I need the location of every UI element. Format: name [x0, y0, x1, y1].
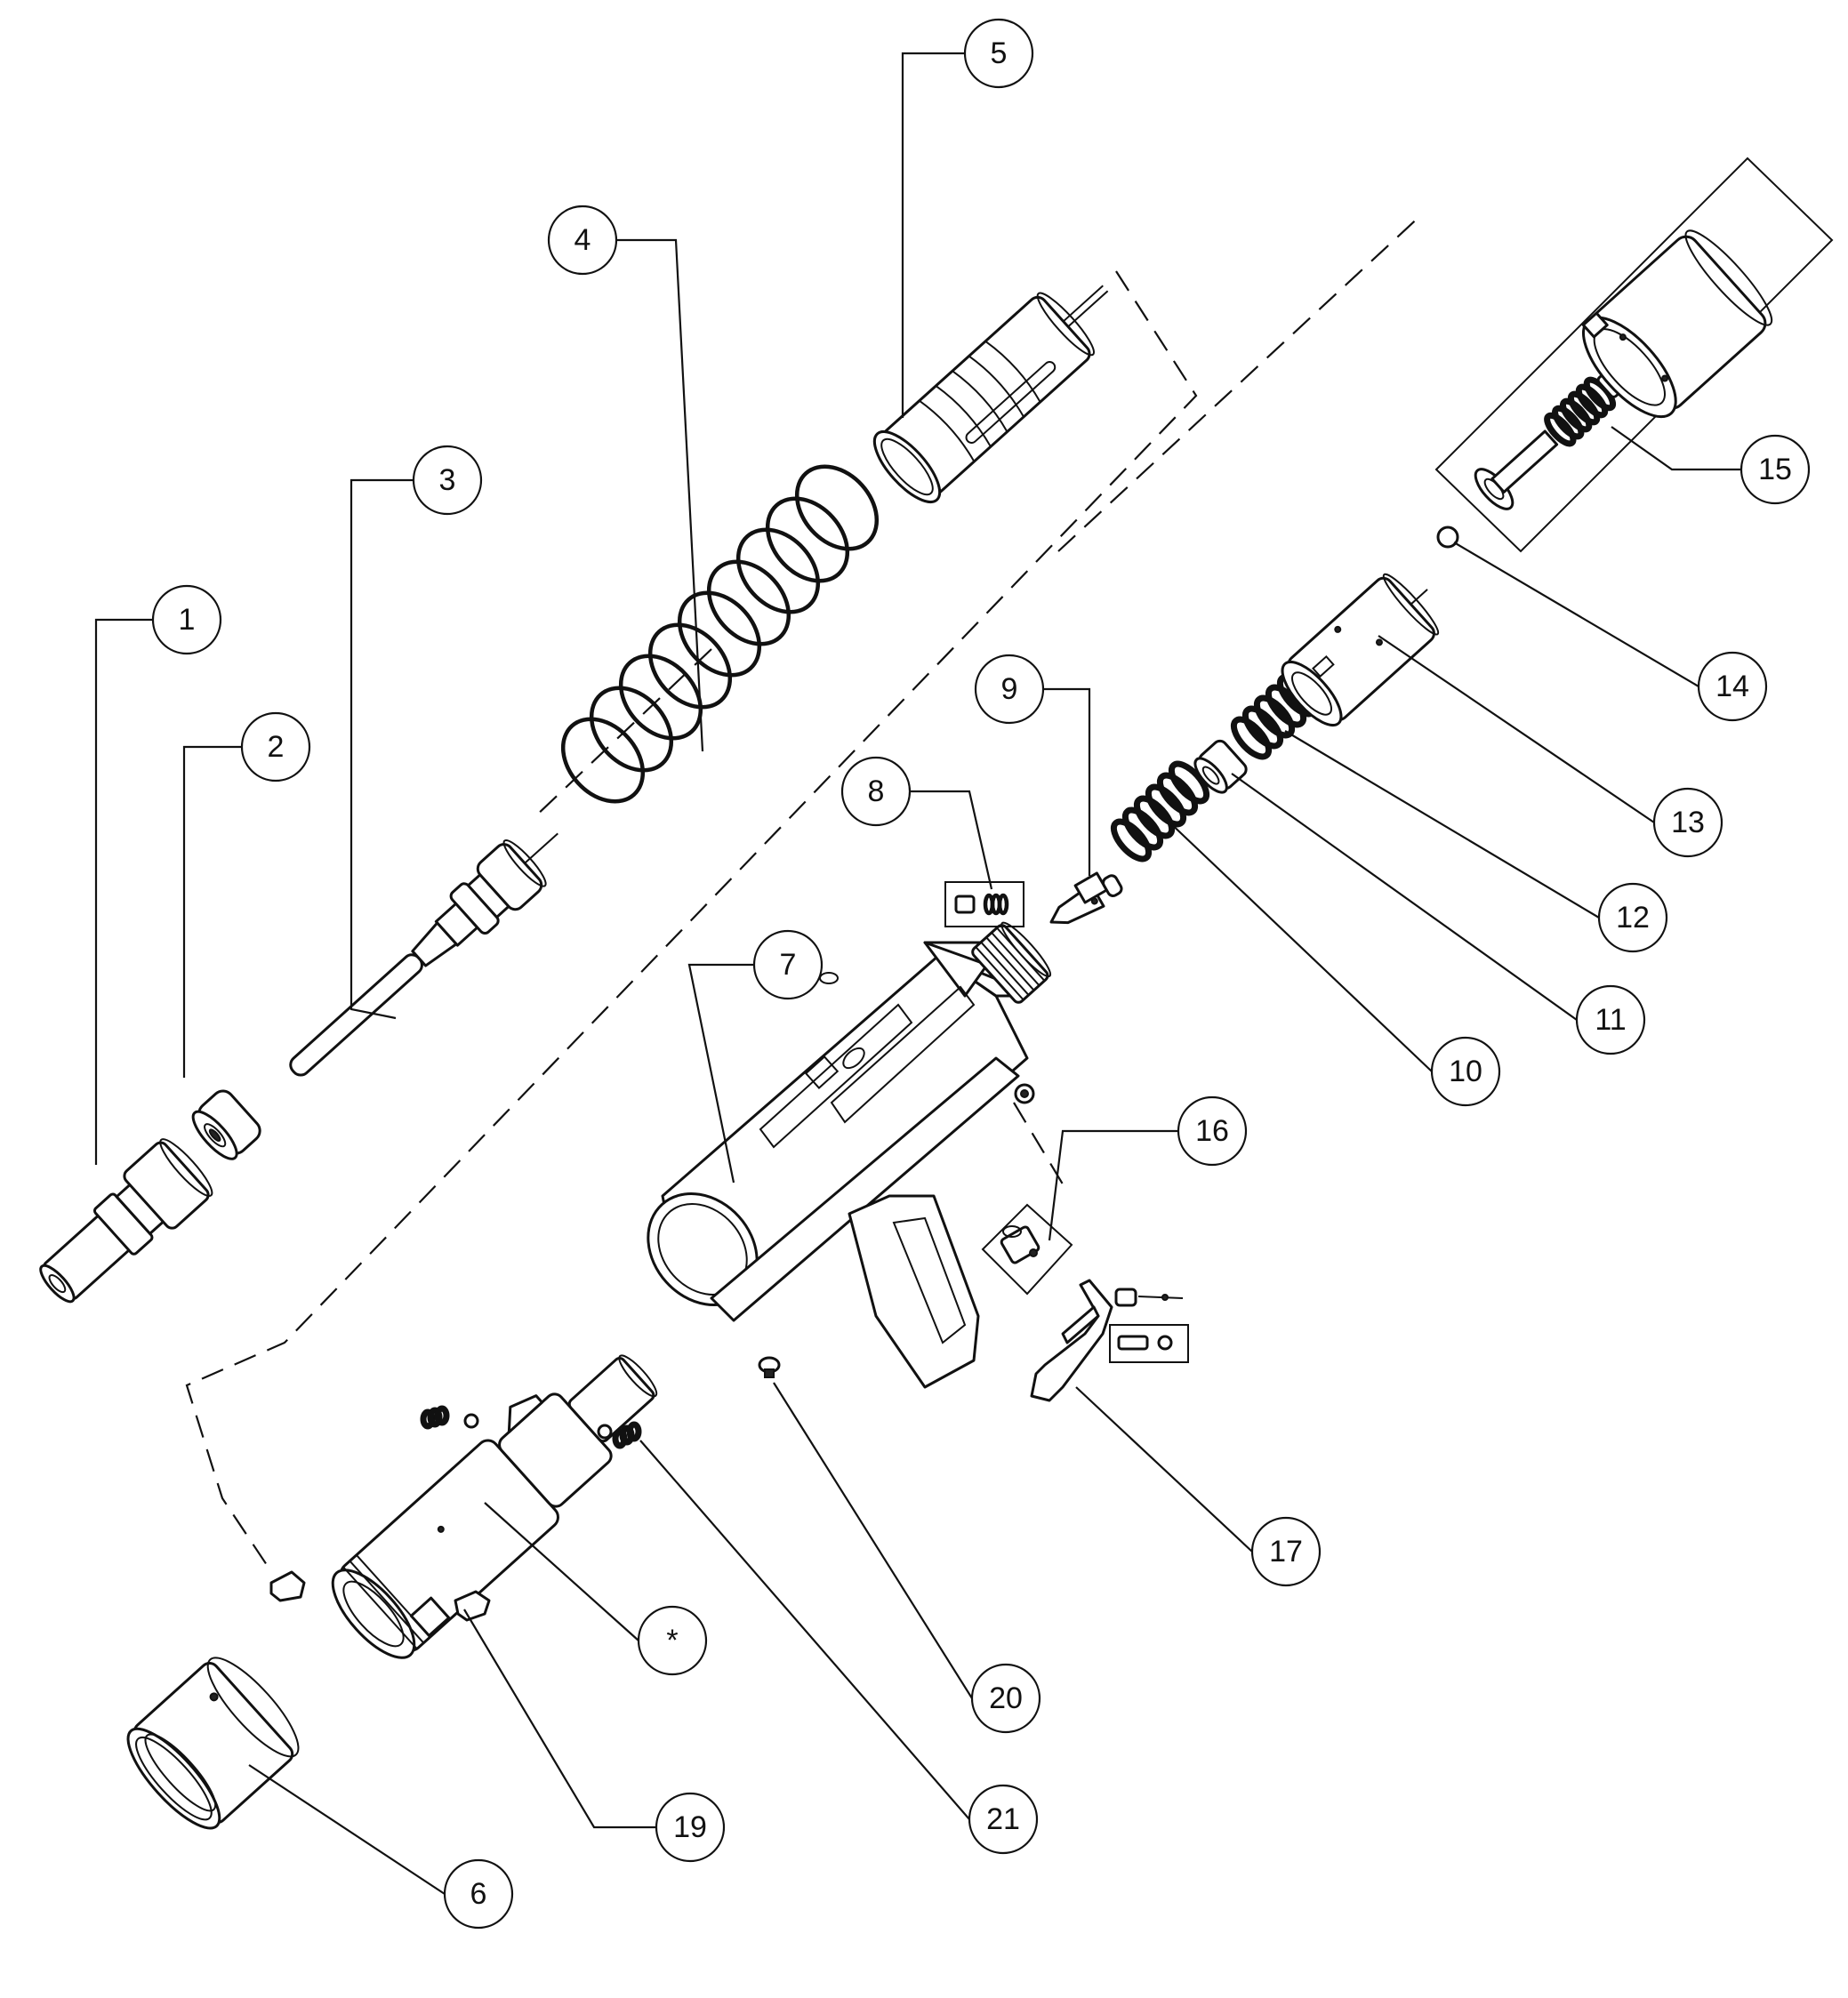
callout-21-label: 21 — [986, 1802, 1020, 1836]
part-15-valve-assembly — [1434, 156, 1834, 553]
part-11-bushing — [1193, 739, 1248, 794]
callout-20-label: 20 — [989, 1681, 1023, 1715]
callout-15: 15 — [1740, 434, 1811, 505]
part-5-cylinder-guide — [872, 285, 1109, 503]
part-4-main-spring — [560, 464, 880, 804]
callout-6-label: 6 — [470, 1877, 487, 1911]
part-8-detent-assembly — [944, 881, 1024, 927]
part-10-spring — [1110, 760, 1210, 863]
callout-12: 12 — [1597, 882, 1668, 953]
callout-star: * — [637, 1605, 708, 1676]
callout-9: 9 — [974, 654, 1045, 725]
callout-16: 16 — [1177, 1095, 1248, 1167]
part-21-set-screw — [420, 1405, 642, 1449]
callout-3-label: 3 — [439, 463, 456, 497]
callout-2-label: 2 — [268, 730, 285, 764]
callout-10: 10 — [1430, 1036, 1501, 1107]
callout-7: 7 — [752, 929, 824, 1000]
part-16-latch-assembly — [981, 1083, 1073, 1296]
callout-17: 17 — [1250, 1516, 1322, 1587]
callout-17-label: 17 — [1269, 1535, 1303, 1569]
part-17-trigger-lever — [1030, 1279, 1189, 1402]
part-17-frame — [1109, 1324, 1189, 1363]
callout-12-label: 12 — [1616, 901, 1650, 935]
callout-14-label: 14 — [1715, 670, 1749, 703]
callout-5-label: 5 — [991, 36, 1008, 70]
callout-11-label: 11 — [1595, 1003, 1626, 1037]
part-1-nose-piece — [39, 1138, 213, 1304]
part-2-bumper — [191, 1089, 261, 1160]
callout-19-label: 19 — [673, 1810, 707, 1844]
part-9-sear — [1049, 871, 1123, 925]
callout-1-label: 1 — [179, 603, 196, 637]
callout-1: 1 — [151, 584, 222, 655]
part-20-screw — [758, 1356, 781, 1378]
callout-3: 3 — [412, 445, 483, 516]
leader-lines — [94, 52, 1741, 1895]
part-8-frame — [944, 881, 1024, 927]
callout-19: 19 — [655, 1792, 726, 1863]
callout-2: 2 — [240, 711, 311, 782]
callout-6: 6 — [443, 1858, 514, 1930]
callout-4: 4 — [547, 205, 618, 276]
part-7-housing — [647, 921, 1052, 1389]
part-star-barrel — [331, 1354, 658, 1659]
assembly-axis-lines — [185, 213, 1424, 1566]
callout-9-label: 9 — [1001, 672, 1018, 706]
part-15-frame — [1434, 156, 1834, 553]
callout-7-label: 7 — [780, 948, 797, 982]
callout-16-label: 16 — [1195, 1114, 1229, 1148]
callout-5: 5 — [963, 18, 1034, 89]
part-19-retainer-clip — [269, 1570, 491, 1622]
callout-star-label: * — [666, 1624, 678, 1657]
callout-15-label: 15 — [1758, 453, 1792, 486]
callout-21: 21 — [968, 1784, 1039, 1855]
callout-20: 20 — [970, 1663, 1041, 1734]
callout-8: 8 — [840, 756, 912, 827]
callout-13: 13 — [1652, 787, 1723, 858]
callout-14: 14 — [1697, 651, 1768, 722]
part-6-end-cap — [126, 1657, 300, 1830]
callout-10-label: 10 — [1449, 1055, 1482, 1088]
part-13-trigger-housing — [1281, 573, 1440, 727]
part-16-frame — [981, 1203, 1073, 1296]
callout-8-label: 8 — [868, 774, 885, 808]
callout-11: 11 — [1575, 984, 1646, 1055]
part-14-ball — [1436, 526, 1459, 549]
part-3-piston — [289, 832, 558, 1077]
callout-4-label: 4 — [574, 223, 591, 257]
callout-13-label: 13 — [1671, 806, 1705, 839]
